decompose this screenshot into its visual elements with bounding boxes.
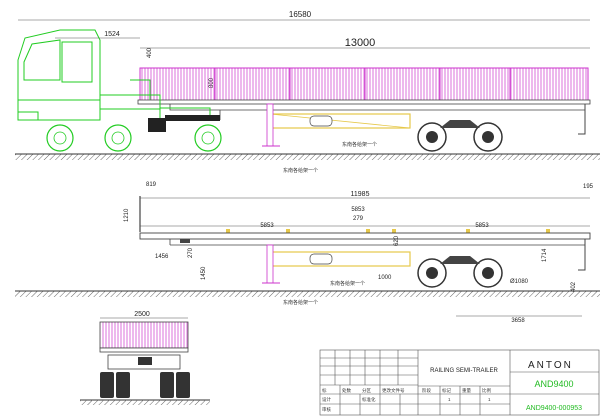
svg-text:审核: 审核 [322,406,331,413]
model-number: AND9400 [534,379,573,389]
dim-seg-small: 279 [353,216,364,222]
dim-axle-spacing: 3658 [511,318,525,324]
dim-height-left: 1210 [124,208,130,222]
callout-top-2: 东南各给架一个 [342,141,377,148]
dim-rear-width: 2500 [134,311,150,318]
svg-text:重量: 重量 [462,387,471,394]
trailer-deck [137,99,591,105]
callout-mid: 东南各给架一个 [330,280,365,287]
dim-h2: 270 [188,247,194,258]
dim-rear-v: 402 [571,281,577,292]
dim-h3: 1450 [201,266,207,280]
svg-text:标记: 标记 [442,387,451,394]
svg-text:1: 1 [488,397,491,402]
dim-box-length: 13000 [345,37,376,49]
callout-low: 东南各给架一个 [283,299,318,306]
trailer-wheels-mid [417,256,503,288]
deck-mid [139,232,591,240]
drawing-title: RAILING SEMI-TRAILER [430,368,498,374]
trailer-frame [169,104,586,130]
top-view: 16580 1524 13000 400 800 东南各给架一个 东南各给架一个 [15,10,600,174]
truck-tractor [17,29,211,121]
svg-text:分区: 分区 [362,387,371,394]
middle-view: 819 195 11985 5853 5853 279 5853 1210 62… [15,182,600,324]
dim-front-offset: 1524 [104,31,120,38]
company-name: ANTON [528,360,573,371]
svg-text:1: 1 [448,397,451,402]
cargo-posts [214,68,511,102]
dim-small-h: 620 [394,235,400,246]
svg-text:阶段: 阶段 [422,387,431,394]
dim-rear: 195 [583,184,594,190]
rear-wheels [100,372,190,398]
dim-front-overhang: 1456 [155,254,169,260]
callout-top: 东南各给架一个 [283,167,318,174]
svg-text:比例: 比例 [482,387,491,394]
ground-hatch-mid [15,291,600,297]
dim-overall-mid: 11985 [351,191,370,198]
rail-markers [226,229,550,233]
title-block [319,349,600,416]
landing-gear [266,103,274,147]
dim-seg-left: 5853 [260,223,274,229]
dim-side-1: 400 [147,47,153,58]
drawing-number: AND9400-000953 [526,405,582,412]
svg-text:更改文件号: 更改文件号 [382,387,405,394]
dim-overall-length: 16580 [289,10,312,19]
svg-text:标准化: 标准化 [362,396,376,403]
rear-box [99,321,189,349]
dim-seg-right: 5853 [475,223,489,229]
dim-frame-len: 1000 [378,275,392,281]
dim-front: 819 [146,182,157,188]
svg-text:标: 标 [322,387,327,394]
dim-wheel-dia: Ø1080 [510,279,529,285]
trailer-wheels-top [417,120,503,152]
truck-wheels [46,124,222,152]
dim-rear-h: 1714 [542,248,548,262]
landing-gear-mid [266,244,274,284]
rear-view: 2500 [80,311,210,405]
title-cells: 标 处数 分区 更改文件号 设计 标准化 阶段 标记 重量 比例 审核 1 1 [322,387,491,413]
svg-text:设计: 设计 [322,396,331,403]
chassis-mid [269,251,411,267]
cargo-box [139,67,589,103]
tank [309,115,333,127]
svg-text:处数: 处数 [342,387,351,394]
dim-seg-mid: 5853 [351,207,365,213]
fifth-wheel [165,115,220,121]
ground-hatch-top [15,154,600,160]
